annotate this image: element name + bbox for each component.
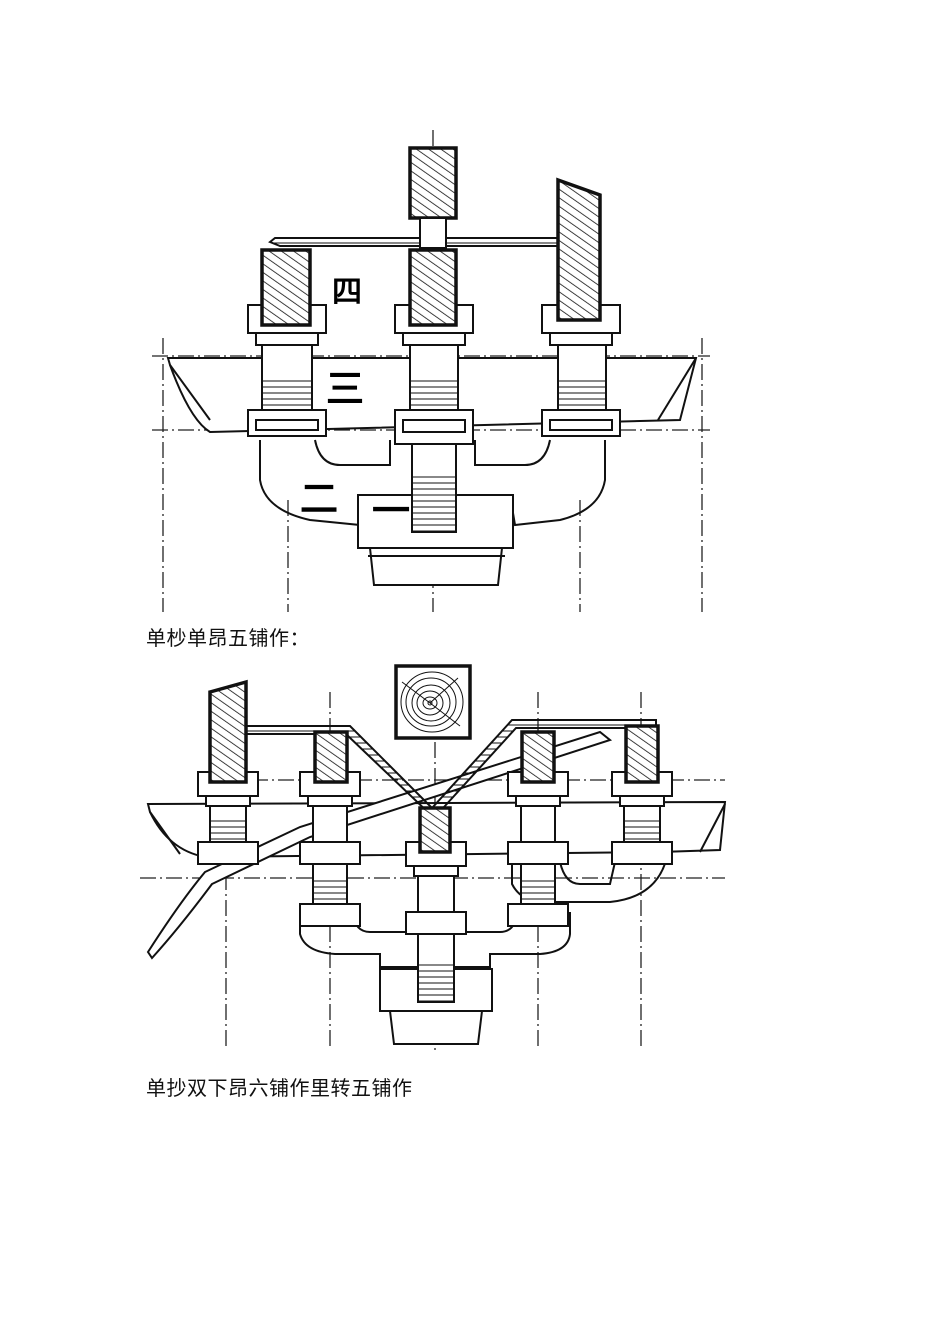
column-right [541,304,621,437]
purlin-end-grain [394,664,472,740]
column-center [394,304,474,533]
label-two: 二 [300,477,338,521]
hatched-section-2c [418,806,452,854]
bracket-set-diagram-2 [140,664,727,1050]
hatched-section-2b [313,730,349,784]
column-2b [299,771,361,927]
hatched-section-2e [624,724,660,784]
column-2d [507,771,569,927]
hatched-section-right [556,177,602,322]
bottom-block [357,494,514,586]
hatched-section-center-top [408,146,458,249]
hatched-section-center [408,248,458,327]
hatched-section-left [260,248,312,327]
column-left [247,304,327,437]
descending-arm [146,730,613,960]
bracket-set-diagram-1: 四 三 二 一 [152,130,710,612]
label-four: 四 [332,275,362,310]
label-three: 三 [326,367,364,411]
tie-beam [268,237,561,247]
hatched-section-2d [520,730,556,784]
column-2e [611,771,673,865]
label-one: 一 [372,489,410,533]
figure2-caption: 单抄双下昂六铺作里转五铺作 [146,1076,413,1100]
figure1-caption: 单杪单昂五铺作： [146,626,310,650]
hatched-section-2a [208,679,248,784]
